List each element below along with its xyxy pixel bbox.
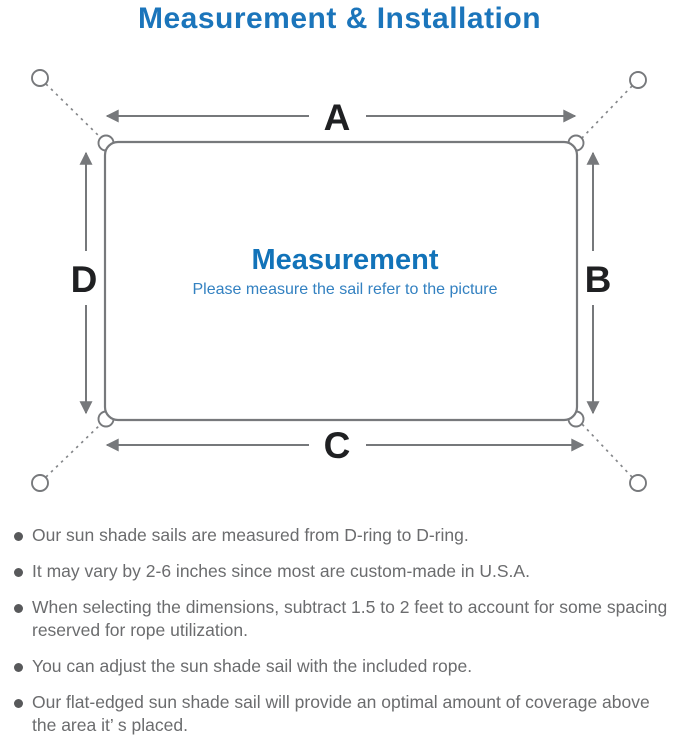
anchor-rings [31, 69, 647, 492]
diagram-subtitle: Please measure the sail refer to the pic… [192, 281, 497, 298]
anchor-ring-bottom-left-icon [31, 474, 49, 492]
rope-dashed-lines [45, 83, 633, 478]
anchor-ring-top-left-icon [31, 69, 49, 87]
side-label-c: C [324, 425, 351, 466]
side-label-a: A [324, 97, 351, 138]
rope-line-bottom-right [580, 422, 633, 478]
instruction-list: Our sun shade sails are measured from D-… [13, 524, 671, 739]
list-item: You can adjust the sun shade sail with t… [13, 655, 671, 678]
rope-line-top-left [45, 83, 103, 140]
page-title: Measurement & Installation [137, 2, 542, 35]
bullet-dot-icon [14, 532, 23, 541]
sail-measurement-diagram: A B C D Measurement Please measure the s… [31, 69, 647, 492]
list-item-text: When selecting the dimensions, subtract … [32, 597, 668, 640]
bullet-dot-icon [14, 663, 23, 672]
measurement-arrows [79, 109, 600, 452]
list-item-text: Our sun shade sails are measured from D-… [32, 525, 469, 545]
list-item-text: You can adjust the sun shade sail with t… [32, 656, 473, 676]
list-item: When selecting the dimensions, subtract … [13, 596, 671, 642]
bullet-dot-icon [14, 699, 23, 708]
bullet-dot-icon [14, 568, 23, 577]
side-label-b: B [585, 259, 612, 300]
list-item: Our flat-edged sun shade sail will provi… [13, 691, 671, 737]
sail-outline [103, 140, 579, 422]
list-item: It may vary by 2-6 inches since most are… [13, 560, 671, 583]
list-item-text: It may vary by 2-6 inches since most are… [32, 561, 530, 581]
rope-line-top-right [580, 85, 633, 140]
list-item: Our sun shade sails are measured from D-… [13, 524, 671, 547]
list-item-text: Our flat-edged sun shade sail will provi… [32, 692, 650, 735]
anchor-ring-bottom-right-icon [629, 474, 647, 492]
side-label-d: D [71, 259, 98, 300]
rope-line-bottom-left [45, 422, 103, 478]
anchor-ring-top-right-icon [629, 71, 647, 89]
diagram-heading: Measurement [252, 244, 439, 276]
bullet-dot-icon [14, 604, 23, 613]
